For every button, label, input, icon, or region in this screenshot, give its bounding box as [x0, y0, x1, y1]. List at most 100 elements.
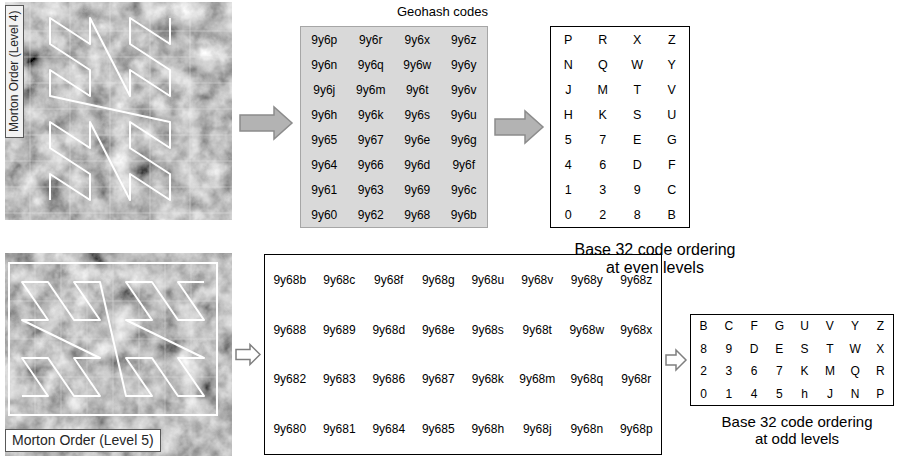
- table-cell: 9: [716, 338, 742, 362]
- table-cell: 9y68r: [612, 355, 662, 406]
- cell-text: 9y688: [273, 323, 306, 337]
- table-cell: F: [742, 315, 768, 339]
- cell-text: F: [750, 319, 757, 333]
- cell-text: E: [633, 133, 641, 147]
- cell-text: G: [775, 319, 784, 333]
- cell-text: 9y69: [404, 183, 430, 197]
- table-cell: 9y62: [348, 202, 396, 227]
- panel-label: Morton Order (Level 5): [5, 429, 161, 452]
- table-cell: h: [792, 383, 818, 406]
- block-arrow: [236, 345, 260, 365]
- label-text: Morton Order (Level 5): [12, 432, 154, 448]
- table-cell: 9y688: [265, 305, 316, 356]
- table-cell: 9y6n: [301, 52, 349, 78]
- table-cell: 0: [551, 202, 587, 227]
- table-cell: 4: [742, 383, 768, 406]
- cell-text: 0: [565, 208, 572, 222]
- cell-text: 5: [565, 133, 572, 147]
- cell-text: 3: [599, 183, 606, 197]
- grid-lines: [5, 2, 232, 220]
- table-cell: 9y6r: [348, 27, 396, 53]
- cell-text: 9y6j: [313, 83, 335, 97]
- table-cell: 9y68s: [463, 305, 514, 356]
- block-arrow: [666, 350, 686, 370]
- cell-text: T: [633, 83, 641, 97]
- cell-text: V: [826, 319, 834, 333]
- cell-text: 9y6m: [356, 83, 385, 97]
- cell-text: 5: [776, 387, 783, 401]
- table-cell: Z: [868, 315, 893, 339]
- cell-text: 9y6n: [311, 58, 337, 72]
- cell-text: 9y6z: [451, 33, 476, 47]
- cell-text: 9y6r: [359, 33, 382, 47]
- cell-text: C: [667, 183, 676, 197]
- cell-text: R: [876, 364, 885, 378]
- block-arrow: [495, 111, 543, 143]
- cell-text: 9y6d: [404, 158, 430, 172]
- cell-text: X: [633, 33, 641, 47]
- cell-text: Y: [851, 319, 859, 333]
- table-cell: R: [868, 360, 893, 384]
- cell-text: Z: [877, 319, 884, 333]
- table-cell: 9y684: [364, 404, 415, 454]
- table-cell: H: [551, 102, 587, 128]
- table-cell: 9y6e: [394, 127, 442, 153]
- table-cell: 9y6w: [394, 52, 442, 78]
- table-cell: B: [655, 202, 690, 227]
- table-cell: 9y6h: [301, 102, 349, 128]
- cell-text: E: [775, 342, 783, 356]
- table-cell: G: [655, 127, 690, 153]
- cell-text: 9y68u: [471, 273, 504, 287]
- table-cell: T: [817, 338, 843, 362]
- table-cell: 9y6z: [441, 27, 488, 53]
- table-cell: 9y68n: [562, 404, 613, 454]
- cell-text: S: [801, 342, 809, 356]
- table-cell: Y: [843, 315, 869, 339]
- cell-text: Y: [668, 58, 676, 72]
- cell-text: V: [668, 83, 676, 97]
- table-cell: C: [716, 315, 742, 339]
- table-cell: N: [551, 52, 587, 78]
- cell-text: U: [667, 108, 676, 122]
- table-cell: 9y6b: [441, 202, 488, 227]
- table-cell: 0: [691, 383, 717, 406]
- table-cell: Q: [843, 360, 869, 384]
- table-cell: 9y686: [364, 355, 415, 406]
- table-cell: 9y68x: [612, 305, 662, 356]
- cell-text: N: [851, 387, 860, 401]
- cell-text: 9y60: [311, 208, 337, 222]
- table-cell: J: [817, 383, 843, 406]
- cell-text: 9y68t: [523, 323, 552, 337]
- table-cell: U: [655, 102, 690, 128]
- table-cell: 9y68b: [265, 255, 316, 306]
- table-cell: G: [767, 315, 793, 339]
- table-cell: E: [767, 338, 793, 362]
- base32-table: BCFGUVYZ89DESTWX2367KMQR0145hJNPBase 32 …: [690, 314, 894, 406]
- table-cell: 9y68u: [463, 255, 514, 306]
- table-cell: 9y6s: [394, 102, 442, 128]
- cell-text: R: [598, 33, 607, 47]
- cell-text: 9y68v: [521, 273, 553, 287]
- cell-text: 9y65: [311, 133, 337, 147]
- table-cell: S: [792, 338, 818, 362]
- cell-text: F: [668, 158, 676, 172]
- cell-text: 9y6e: [404, 133, 430, 147]
- cell-text: U: [800, 319, 809, 333]
- table-cell: 9y68f: [364, 255, 415, 306]
- table-cell: 9y685: [414, 404, 465, 454]
- table-cell: 8: [691, 338, 717, 362]
- cell-text: M: [825, 364, 835, 378]
- table-cell: V: [655, 77, 690, 103]
- table-cell: 9y68: [394, 202, 442, 227]
- table-cell: J: [551, 77, 587, 103]
- table-cell: M: [817, 360, 843, 384]
- cell-text: 9y68n: [570, 422, 603, 436]
- table-cell: N: [843, 383, 869, 406]
- cell-text: 3: [726, 364, 733, 378]
- table-cell: 9y689: [315, 305, 366, 356]
- table-cell: 9y64: [301, 152, 349, 178]
- grid-lines: [9, 263, 217, 415]
- table-cell: 9y68t: [513, 305, 564, 356]
- cell-text: 9y6s: [405, 108, 430, 122]
